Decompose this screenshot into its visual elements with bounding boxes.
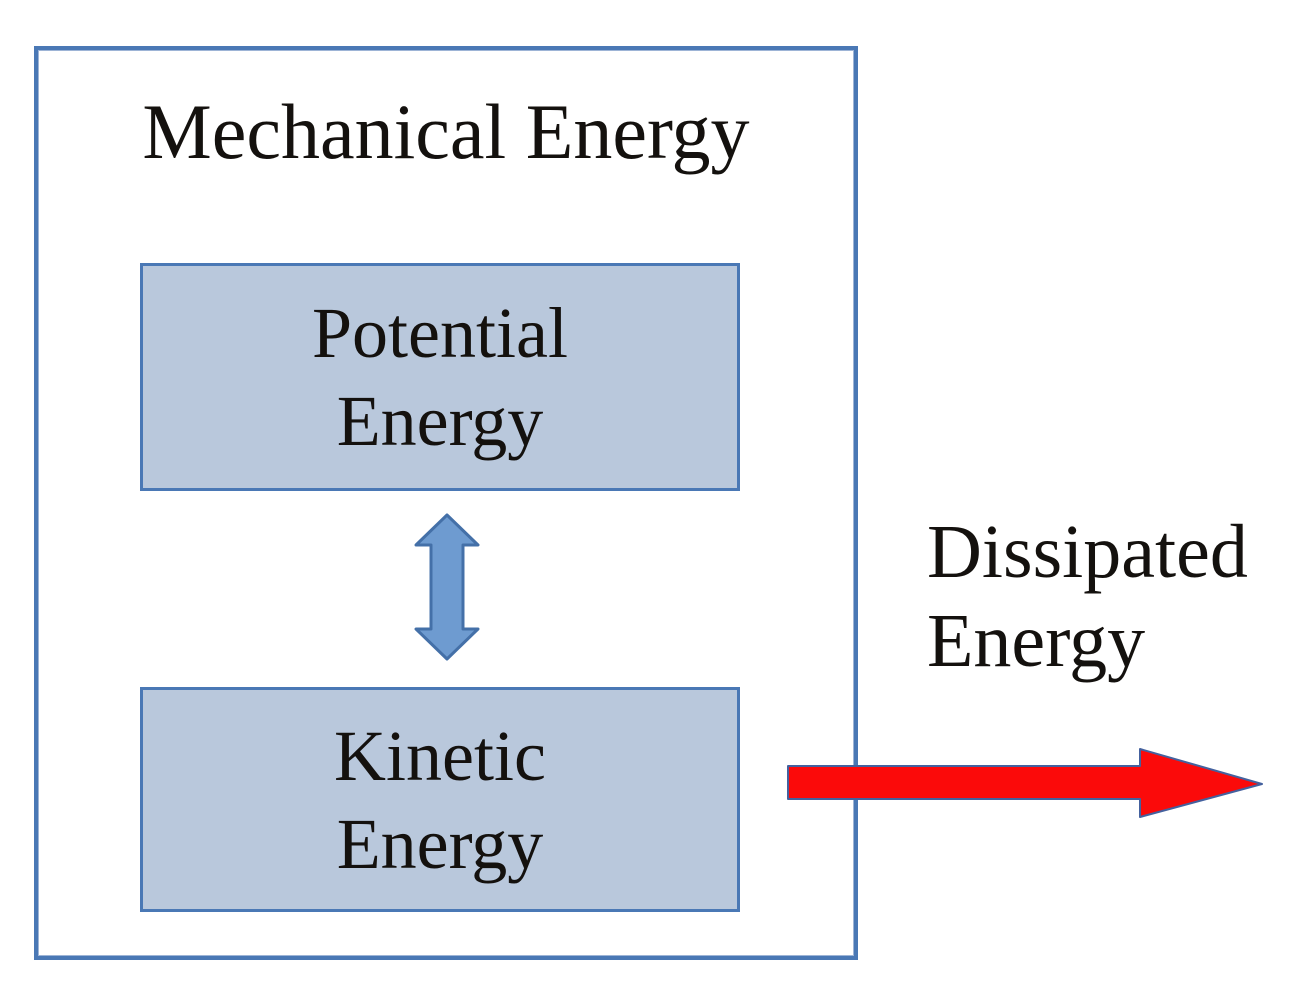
kinetic-energy-label-line2: Energy — [336, 803, 544, 884]
kinetic-energy-label-line1: Kinetic — [334, 715, 546, 796]
right-arrow-icon — [787, 748, 1263, 818]
dissipated-energy-label-line1: Dissipated — [927, 510, 1248, 594]
dissipated-energy-label: Dissipated Energy — [927, 508, 1248, 686]
potential-energy-node: Potential Energy — [140, 263, 740, 491]
kinetic-energy-node: Kinetic Energy — [140, 687, 740, 912]
up-down-double-arrow-shape — [414, 513, 480, 661]
diagram-title: Mechanical Energy — [142, 88, 750, 175]
potential-energy-label-line2: Energy — [336, 381, 544, 461]
dissipated-energy-label-line2: Energy — [927, 599, 1146, 683]
potential-energy-label-line1: Potential — [312, 293, 568, 373]
right-arrow-shape — [787, 748, 1263, 818]
up-down-double-arrow-icon — [414, 513, 480, 661]
